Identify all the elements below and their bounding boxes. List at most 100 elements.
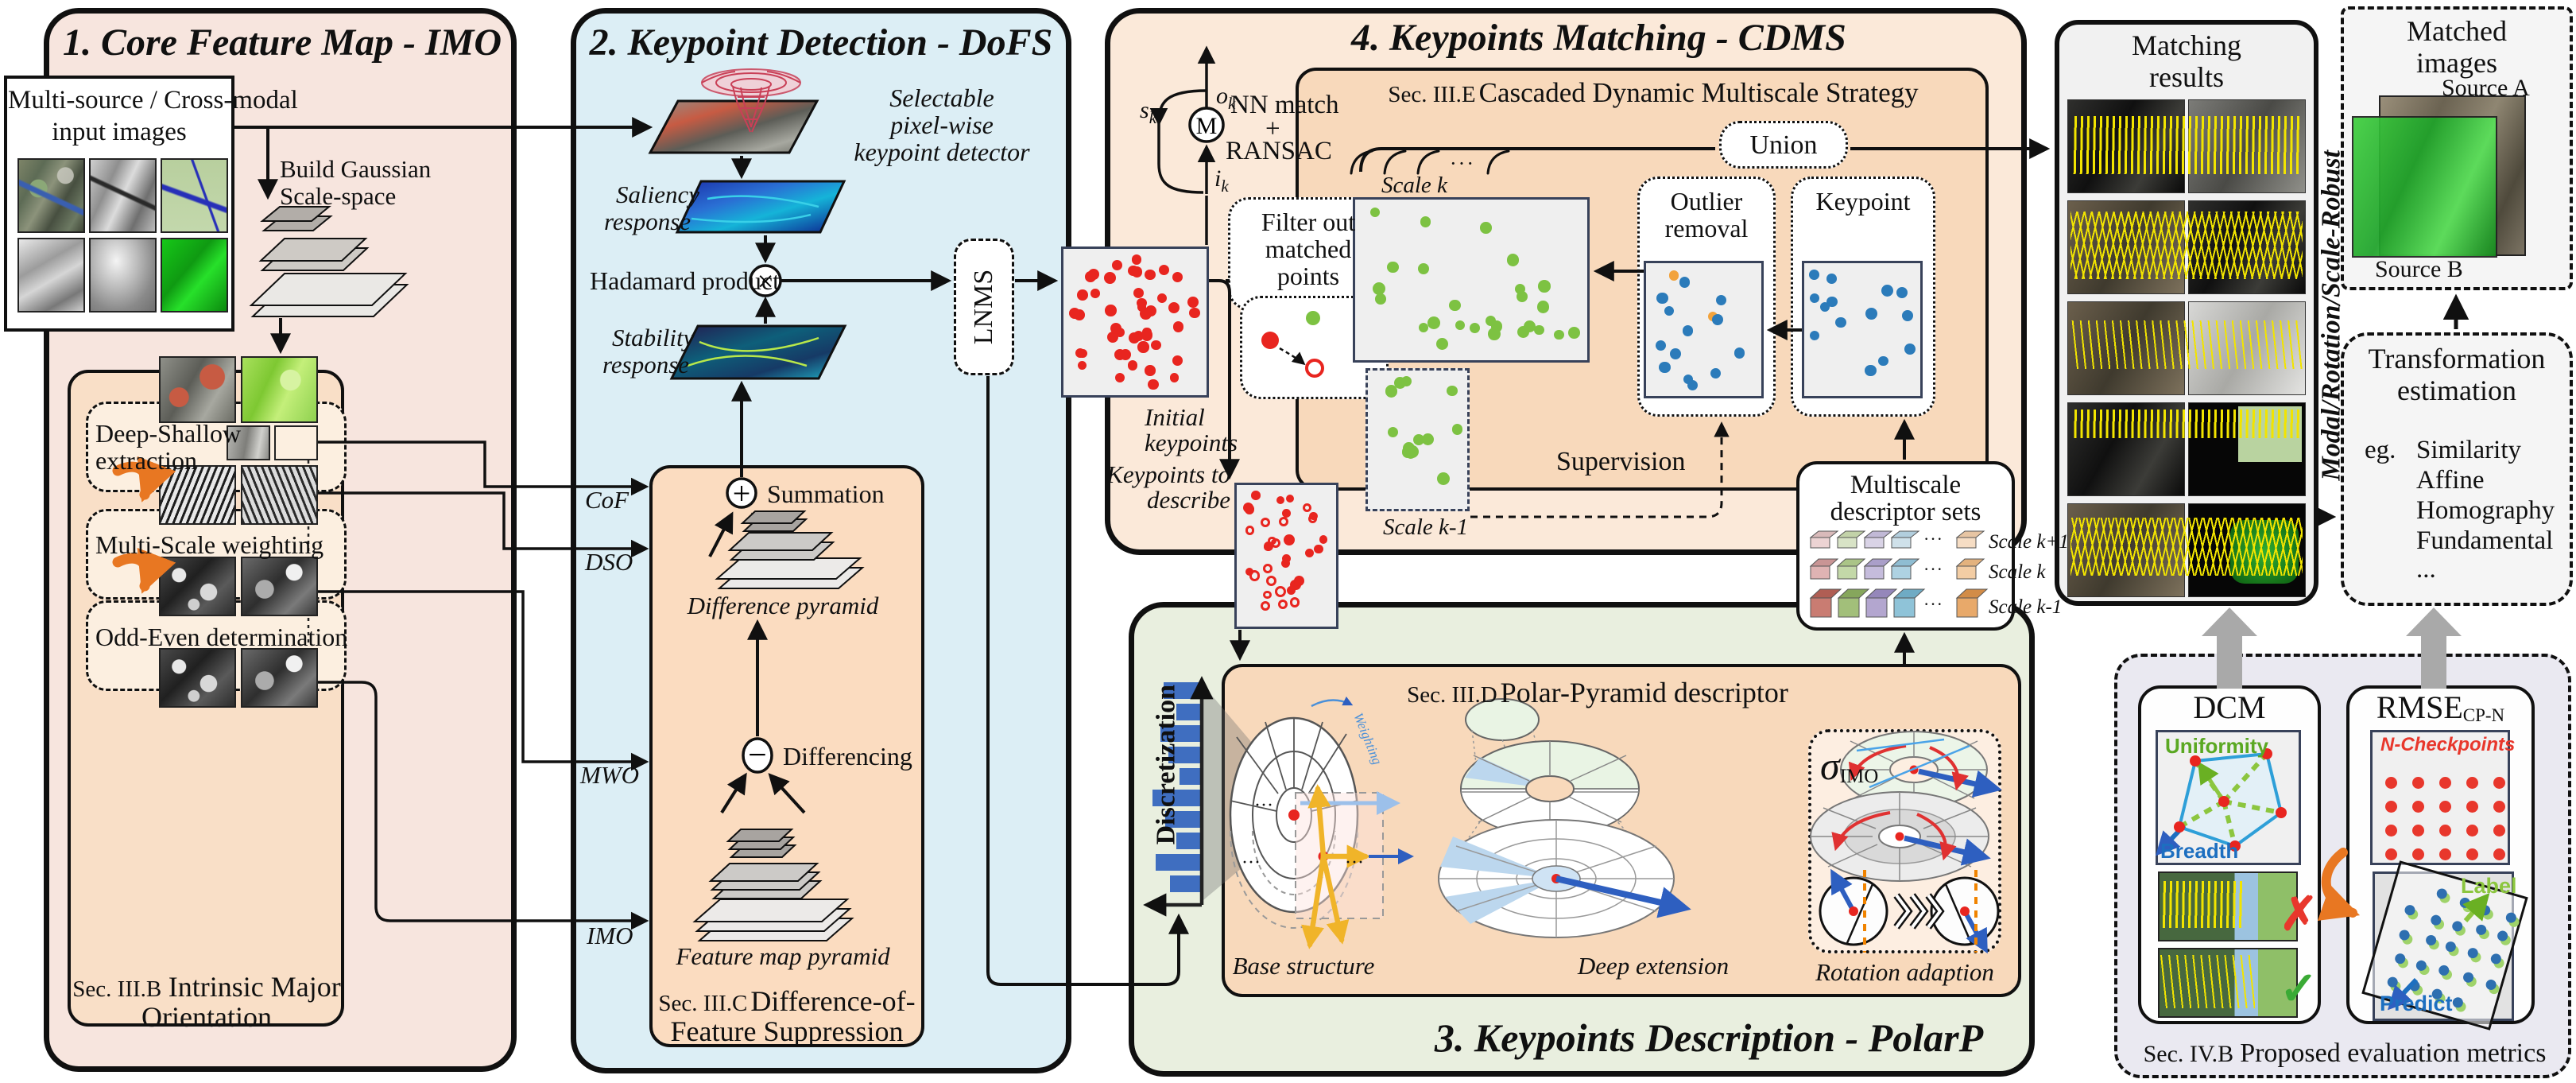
checkpoint-dot: [2385, 848, 2397, 860]
transform-item-3: Fundamental: [2416, 526, 2554, 555]
keypoint-dot: [1068, 308, 1080, 320]
sec-iiib-title2: Orientation: [141, 1001, 272, 1033]
keypoint-dot: [1189, 307, 1200, 319]
checkpoint-dot: [2439, 801, 2451, 813]
keypoint-dot: [1533, 324, 1544, 336]
sec-iiic-line1: Sec. III.C Difference-of-: [653, 985, 920, 1018]
panel3-title: 3. Keypoints Description - PolarP: [1434, 1015, 1984, 1060]
imo-map-b: [241, 648, 318, 708]
keypoint-dot: [1400, 376, 1412, 387]
keypoint-dot: [1668, 270, 1679, 281]
keypoint-dot: [1114, 348, 1126, 361]
uniformity-label: Uniformity: [2165, 734, 2268, 758]
braces-ellipsis: ···: [1450, 152, 1475, 175]
dcm-bad-match-image: [2158, 871, 2298, 941]
scale-k1-scatter: [1365, 368, 1470, 511]
yellow-match-lines: [2070, 320, 2303, 369]
keypoint-dot: [1278, 517, 1288, 527]
keypoint-dot: [1451, 424, 1462, 435]
checkpoint-dot: [2385, 801, 2397, 813]
ms-scale-kp1: Scale k+1: [1989, 531, 2069, 553]
sec-iiib-line1: Sec. III.B Intrinsic Major: [72, 971, 342, 1003]
keypoint-dot: [1387, 261, 1399, 274]
filter-label-3: points: [1276, 262, 1340, 290]
matched-images-box: [2341, 6, 2573, 290]
keypoint-dot: [1809, 330, 1819, 340]
keypoint-dot: [1538, 280, 1551, 293]
keypoint-dot: [1264, 541, 1273, 551]
keypoint-dot: [1283, 534, 1295, 545]
keypoint-dot: [1105, 305, 1117, 316]
keypoint-dot: [1455, 320, 1465, 330]
label-label: Label: [2461, 874, 2517, 898]
keypoint-dot: [1567, 326, 1580, 339]
yellow-match-lines: [2070, 410, 2303, 438]
keypoint-dot: [1111, 259, 1122, 270]
keypoint-dot: [1077, 289, 1088, 301]
ms-scale-km1: Scale k-1: [1989, 596, 2063, 618]
summation-label: Summation: [767, 479, 885, 508]
keypoint-dot: [1420, 216, 1431, 227]
dcm-good-match-image: [2158, 948, 2298, 1018]
checkpoint-dot: [2466, 801, 2478, 813]
deep-shallow-label-1: Deep-Shallow: [95, 419, 242, 448]
imo-map-a: [159, 648, 236, 708]
cof-label: CoF: [585, 486, 629, 514]
keypoint-dot: [1418, 263, 1430, 275]
differencing-label: Differencing: [783, 742, 912, 771]
keypoint-dot: [1090, 289, 1100, 298]
km-label-1: Keypoint: [1815, 187, 1911, 215]
stability-label-1: Stability: [612, 324, 695, 351]
stability-label-2: response: [602, 351, 690, 378]
keypoint-dot: [1656, 293, 1668, 305]
keypoint-dot: [1128, 332, 1140, 344]
keypoint-dot: [1682, 325, 1694, 336]
hadamard-label: Hadamard product: [590, 266, 781, 295]
ktd-label-1: Keypoints to: [1106, 460, 1230, 488]
keypoint-dot: [1670, 348, 1681, 360]
checkpoint-dot: [2412, 801, 2424, 813]
match-pair-row: [2067, 402, 2306, 496]
histogram-bar: [1170, 875, 1200, 892]
keypoint-dot: [1537, 301, 1550, 313]
keypoint-dot: [1294, 576, 1305, 587]
keypoint-dot: [1172, 321, 1183, 332]
eg-label: eg.: [2365, 436, 2396, 464]
keypoint-dot: [1304, 549, 1315, 558]
keypoint-dot: [1285, 495, 1294, 503]
keypoint-dot: [1427, 316, 1440, 329]
keypoint-dot: [1127, 360, 1138, 371]
multi-scale-label: Multi-Scale weighting: [95, 530, 324, 559]
keypoint-dot: [1904, 343, 1916, 355]
sk-label: sk: [1140, 97, 1157, 127]
rmse-label: RMSECP-N: [2376, 689, 2505, 726]
panel2-title: 2. Keypoint Detection - DoFS: [589, 21, 1053, 64]
keypoint-dot: [1172, 271, 1183, 283]
keypoint-dot: [1385, 385, 1397, 398]
input-thumb-nir: [161, 238, 228, 312]
scale-k-label: Scale k: [1381, 173, 1447, 198]
sec-iiie-label: Sec. III.E: [1388, 82, 1476, 107]
rotation-adaption-label: Rotation adaption: [1815, 958, 1994, 986]
keypoint-dot: [1506, 254, 1520, 266]
ms-ellipsis-2: ···: [1923, 559, 1943, 579]
initial-keypoints-label-1: Initial: [1145, 403, 1205, 431]
keypoint-dot: [1865, 364, 1877, 376]
yellow-match-lines: [2070, 116, 2303, 175]
yellow-match-lines: [2070, 517, 2303, 576]
keypoint-dot: [1809, 270, 1820, 281]
saliency-label-2: response: [604, 208, 691, 235]
keypoint-dot: [1470, 322, 1481, 333]
scale-k-scatter: [1353, 197, 1590, 363]
check-mark: ✓: [2280, 963, 2318, 1015]
keypoint-dot: [1412, 433, 1425, 445]
robust-vertical-label: Modal/Rotation/Scale-Robust: [2316, 149, 2346, 481]
lnms-box: [954, 239, 1014, 375]
match-pair-row: [2067, 99, 2306, 193]
keypoint-dot: [1388, 427, 1399, 438]
keypoint-dot: [1448, 299, 1461, 312]
ms-title-2: descriptor sets: [1830, 498, 1981, 526]
keypoint-dot: [1251, 491, 1261, 500]
keypoint-dot: [1132, 254, 1142, 265]
weighted-map-b: [241, 557, 318, 616]
